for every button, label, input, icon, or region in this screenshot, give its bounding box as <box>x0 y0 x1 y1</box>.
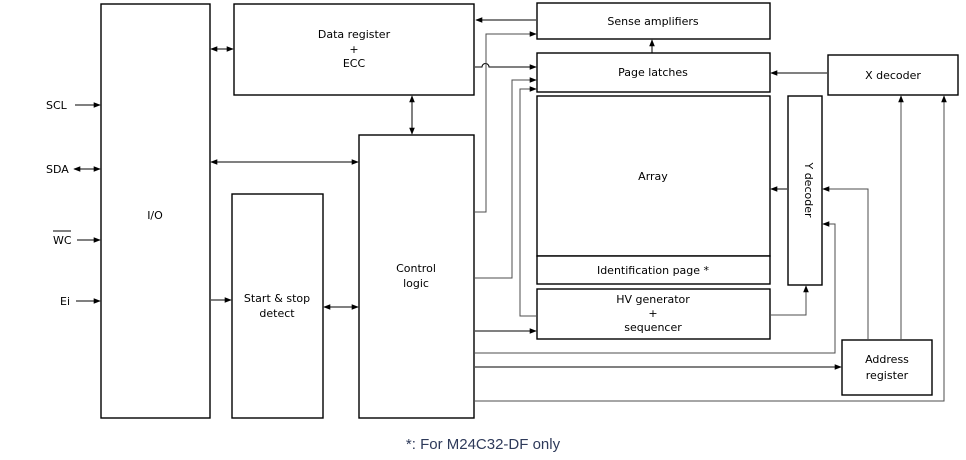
data-register-label-line1: Data register <box>318 28 391 41</box>
address-register-label-line2: register <box>866 369 909 382</box>
data-register-label-line2: + <box>349 43 358 56</box>
y-decoder-block: Y decoder <box>787 95 823 286</box>
page-latches-block: Page latches <box>536 52 771 93</box>
pin-sda-label: SDA <box>46 163 69 176</box>
pin-wc: WC <box>53 230 101 247</box>
identification-page-label: Identification page * <box>597 264 710 277</box>
array-label: Array <box>638 170 668 183</box>
hv-generator-label-line3: sequencer <box>624 321 682 334</box>
address-register-label-line1: Address <box>865 353 909 366</box>
start-stop-label-line1: Start & stop <box>244 292 310 305</box>
identification-page-block: Identification page * <box>536 255 771 285</box>
hv-generator-block: HV generator + sequencer <box>536 288 771 340</box>
hv-to-y-decoder-link <box>771 285 809 316</box>
y-decoder-label: Y decoder <box>802 161 815 217</box>
x-decoder-label: X decoder <box>865 69 921 82</box>
control-to-latches-link-a <box>475 77 537 279</box>
sense-amplifiers-label: Sense amplifiers <box>607 15 698 28</box>
control-to-y-decoder-link <box>475 221 836 354</box>
address-register-block: Address register <box>841 339 933 396</box>
control-logic-label-line1: Control <box>396 262 436 275</box>
start-stop-label-line2: detect <box>259 307 295 320</box>
start-stop-detect-block: Start & stop detect <box>231 193 324 419</box>
hv-generator-label-line2: + <box>648 307 657 320</box>
data-register-to-latches-link <box>475 63 537 70</box>
control-to-sense-link <box>475 31 537 213</box>
pin-wc-label: WC <box>53 234 72 247</box>
sense-amplifiers-block: Sense amplifiers <box>536 2 771 40</box>
io-block: I/O <box>100 3 211 419</box>
x-decoder-block: X decoder <box>827 54 959 96</box>
address-to-y-decoder-link <box>822 186 869 340</box>
pin-sda: SDA <box>46 163 101 176</box>
footnote: *: For M24C32-DF only <box>406 436 561 453</box>
array-block: Array <box>536 95 771 257</box>
io-label: I/O <box>147 209 163 222</box>
data-register-block: Data register + ECC <box>233 3 475 96</box>
hv-generator-label-line1: HV generator <box>616 293 690 306</box>
data-register-label-line3: ECC <box>343 57 366 70</box>
connections <box>210 17 947 402</box>
control-logic-block: Control logic <box>358 134 475 419</box>
page-latches-label: Page latches <box>618 66 688 79</box>
control-to-latches-link-b <box>519 86 537 317</box>
pin-scl: SCL <box>46 99 101 112</box>
control-to-x-decoder-link <box>475 95 947 402</box>
control-logic-label-line2: logic <box>403 277 429 290</box>
pin-scl-label: SCL <box>46 99 68 112</box>
pin-ei-label: Ei <box>60 295 70 308</box>
pin-ei: Ei <box>60 295 101 308</box>
